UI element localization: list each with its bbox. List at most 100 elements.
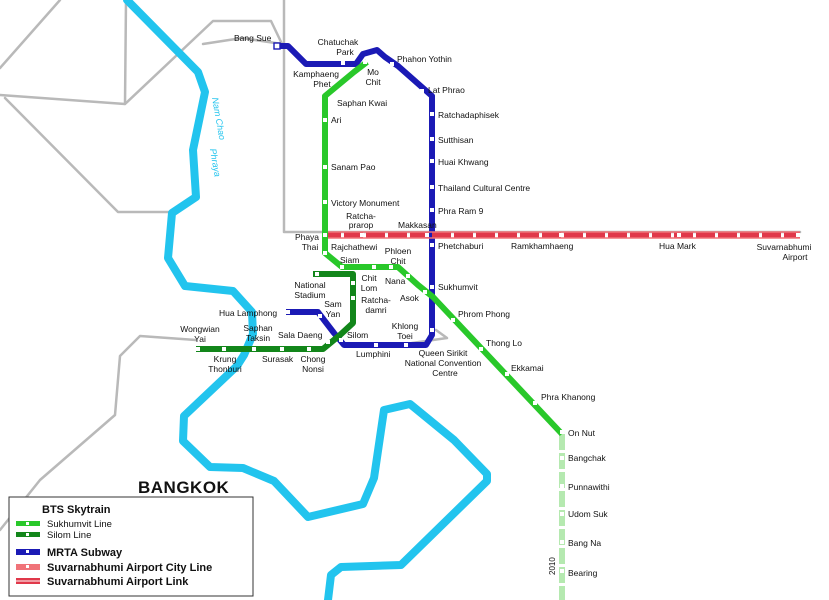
station-label-on-nut: On Nut (568, 428, 596, 438)
station-marker[interactable] (280, 347, 284, 351)
station-marker[interactable] (346, 93, 350, 97)
station-marker[interactable] (796, 233, 800, 237)
legend-marker (26, 522, 29, 525)
station-label-bearing: Bearing (568, 568, 598, 578)
station-marker[interactable] (430, 208, 434, 212)
label-line: Mo (367, 67, 379, 77)
station-label-ekkamai: Ekkamai (511, 363, 544, 373)
station-marker[interactable] (374, 343, 378, 347)
station-marker[interactable] (326, 340, 330, 344)
station-marker[interactable] (560, 569, 564, 573)
station-marker[interactable] (323, 233, 327, 237)
station-marker[interactable] (430, 285, 434, 289)
label-line: Phaya (295, 232, 319, 242)
road (0, 0, 62, 70)
legend: BTS Skytrain Sukhumvit Line Silom Line M… (8, 496, 254, 597)
label-line: Toei (397, 331, 413, 341)
label-line: Thai (302, 242, 319, 252)
station-marker[interactable] (560, 512, 564, 516)
station-marker[interactable] (351, 296, 355, 300)
road (0, 19, 284, 106)
station-marker[interactable] (560, 430, 564, 434)
legend-airport-link-label: Suvarnabhumi Airport Link (47, 576, 189, 588)
station-marker[interactable] (430, 328, 434, 332)
station-marker[interactable] (430, 137, 434, 141)
label-line: Khlong (392, 321, 419, 331)
station-label-siam: Siam (340, 255, 359, 265)
station-marker[interactable] (323, 200, 327, 204)
station-label-bang-sue: Bang Sue (234, 33, 272, 43)
station-marker[interactable] (252, 347, 256, 351)
station-label-surasak: Surasak (262, 354, 294, 364)
bts-silom-line (196, 271, 356, 352)
station-marker[interactable] (451, 318, 455, 322)
station-marker[interactable] (406, 274, 410, 278)
station-marker[interactable] (315, 272, 319, 276)
station-label-phra-ram-9: Phra Ram 9 (438, 206, 484, 216)
station-marker[interactable] (560, 484, 564, 488)
station-label-ratchathewi: Rajchathewi (331, 242, 377, 252)
station-marker[interactable] (273, 42, 281, 50)
station-marker[interactable] (363, 60, 367, 64)
station-marker[interactable] (339, 338, 343, 342)
station-marker[interactable] (323, 251, 327, 255)
station-marker[interactable] (222, 347, 226, 351)
road (123, 0, 128, 106)
label-line: Phloen (385, 246, 412, 256)
station-marker[interactable] (341, 61, 345, 65)
station-marker[interactable] (390, 62, 394, 66)
label-line: Chit (365, 77, 381, 87)
label-line: Nonsi (302, 364, 324, 374)
station-label-sala-daeng: Sala Daeng (278, 330, 323, 340)
station-label-asok: Asok (400, 293, 420, 303)
station-marker[interactable] (430, 112, 434, 116)
river-label-line1: Nam Chao (210, 97, 227, 141)
station-marker[interactable] (430, 185, 434, 189)
station-label-victory-monument: Victory Monument (331, 198, 400, 208)
station-marker[interactable] (323, 118, 327, 122)
station-marker[interactable] (430, 243, 434, 247)
river-label-line2: Phraya (208, 148, 223, 178)
station-marker[interactable] (420, 89, 424, 93)
station-marker[interactable] (559, 233, 563, 237)
station-marker[interactable] (318, 314, 322, 318)
station-marker[interactable] (196, 347, 200, 351)
station-marker[interactable] (533, 401, 537, 405)
station-label-bang-na: Bang Na (568, 538, 601, 548)
station-marker[interactable] (323, 165, 327, 169)
station-marker[interactable] (404, 343, 408, 347)
station-marker[interactable] (430, 159, 434, 163)
station-label-cultural-centre: Thailand Cultural Centre (438, 183, 530, 193)
label-line: Yan (326, 309, 341, 319)
legend-subway-label: MRTA Subway (47, 547, 123, 559)
station-marker[interactable] (360, 233, 364, 237)
station-marker[interactable] (340, 265, 344, 269)
station-marker[interactable] (286, 310, 290, 314)
station-label-makkasan: Makkasan (398, 220, 437, 230)
legend-city-line-label: Suvarnabhumi Airport City Line (47, 562, 212, 574)
station-marker[interactable] (677, 233, 681, 237)
station-marker[interactable] (560, 540, 564, 544)
road (201, 36, 284, 46)
station-marker[interactable] (479, 347, 483, 351)
station-marker[interactable] (389, 265, 393, 269)
station-label-bangchak: Bangchak (568, 453, 607, 463)
station-marker[interactable] (505, 372, 509, 376)
station-marker[interactable] (351, 281, 355, 285)
label-line: Ratcha- (361, 295, 391, 305)
station-marker[interactable] (307, 347, 311, 351)
legend-marker (26, 550, 29, 553)
extension-year-label: 2010 (548, 557, 557, 575)
station-marker[interactable] (425, 233, 429, 237)
label-line: National (294, 280, 325, 290)
station-marker[interactable] (560, 456, 564, 460)
station-marker[interactable] (372, 265, 376, 269)
station-label-huai-khwang: Huai Khwang (438, 157, 489, 167)
station-marker[interactable] (423, 290, 427, 294)
